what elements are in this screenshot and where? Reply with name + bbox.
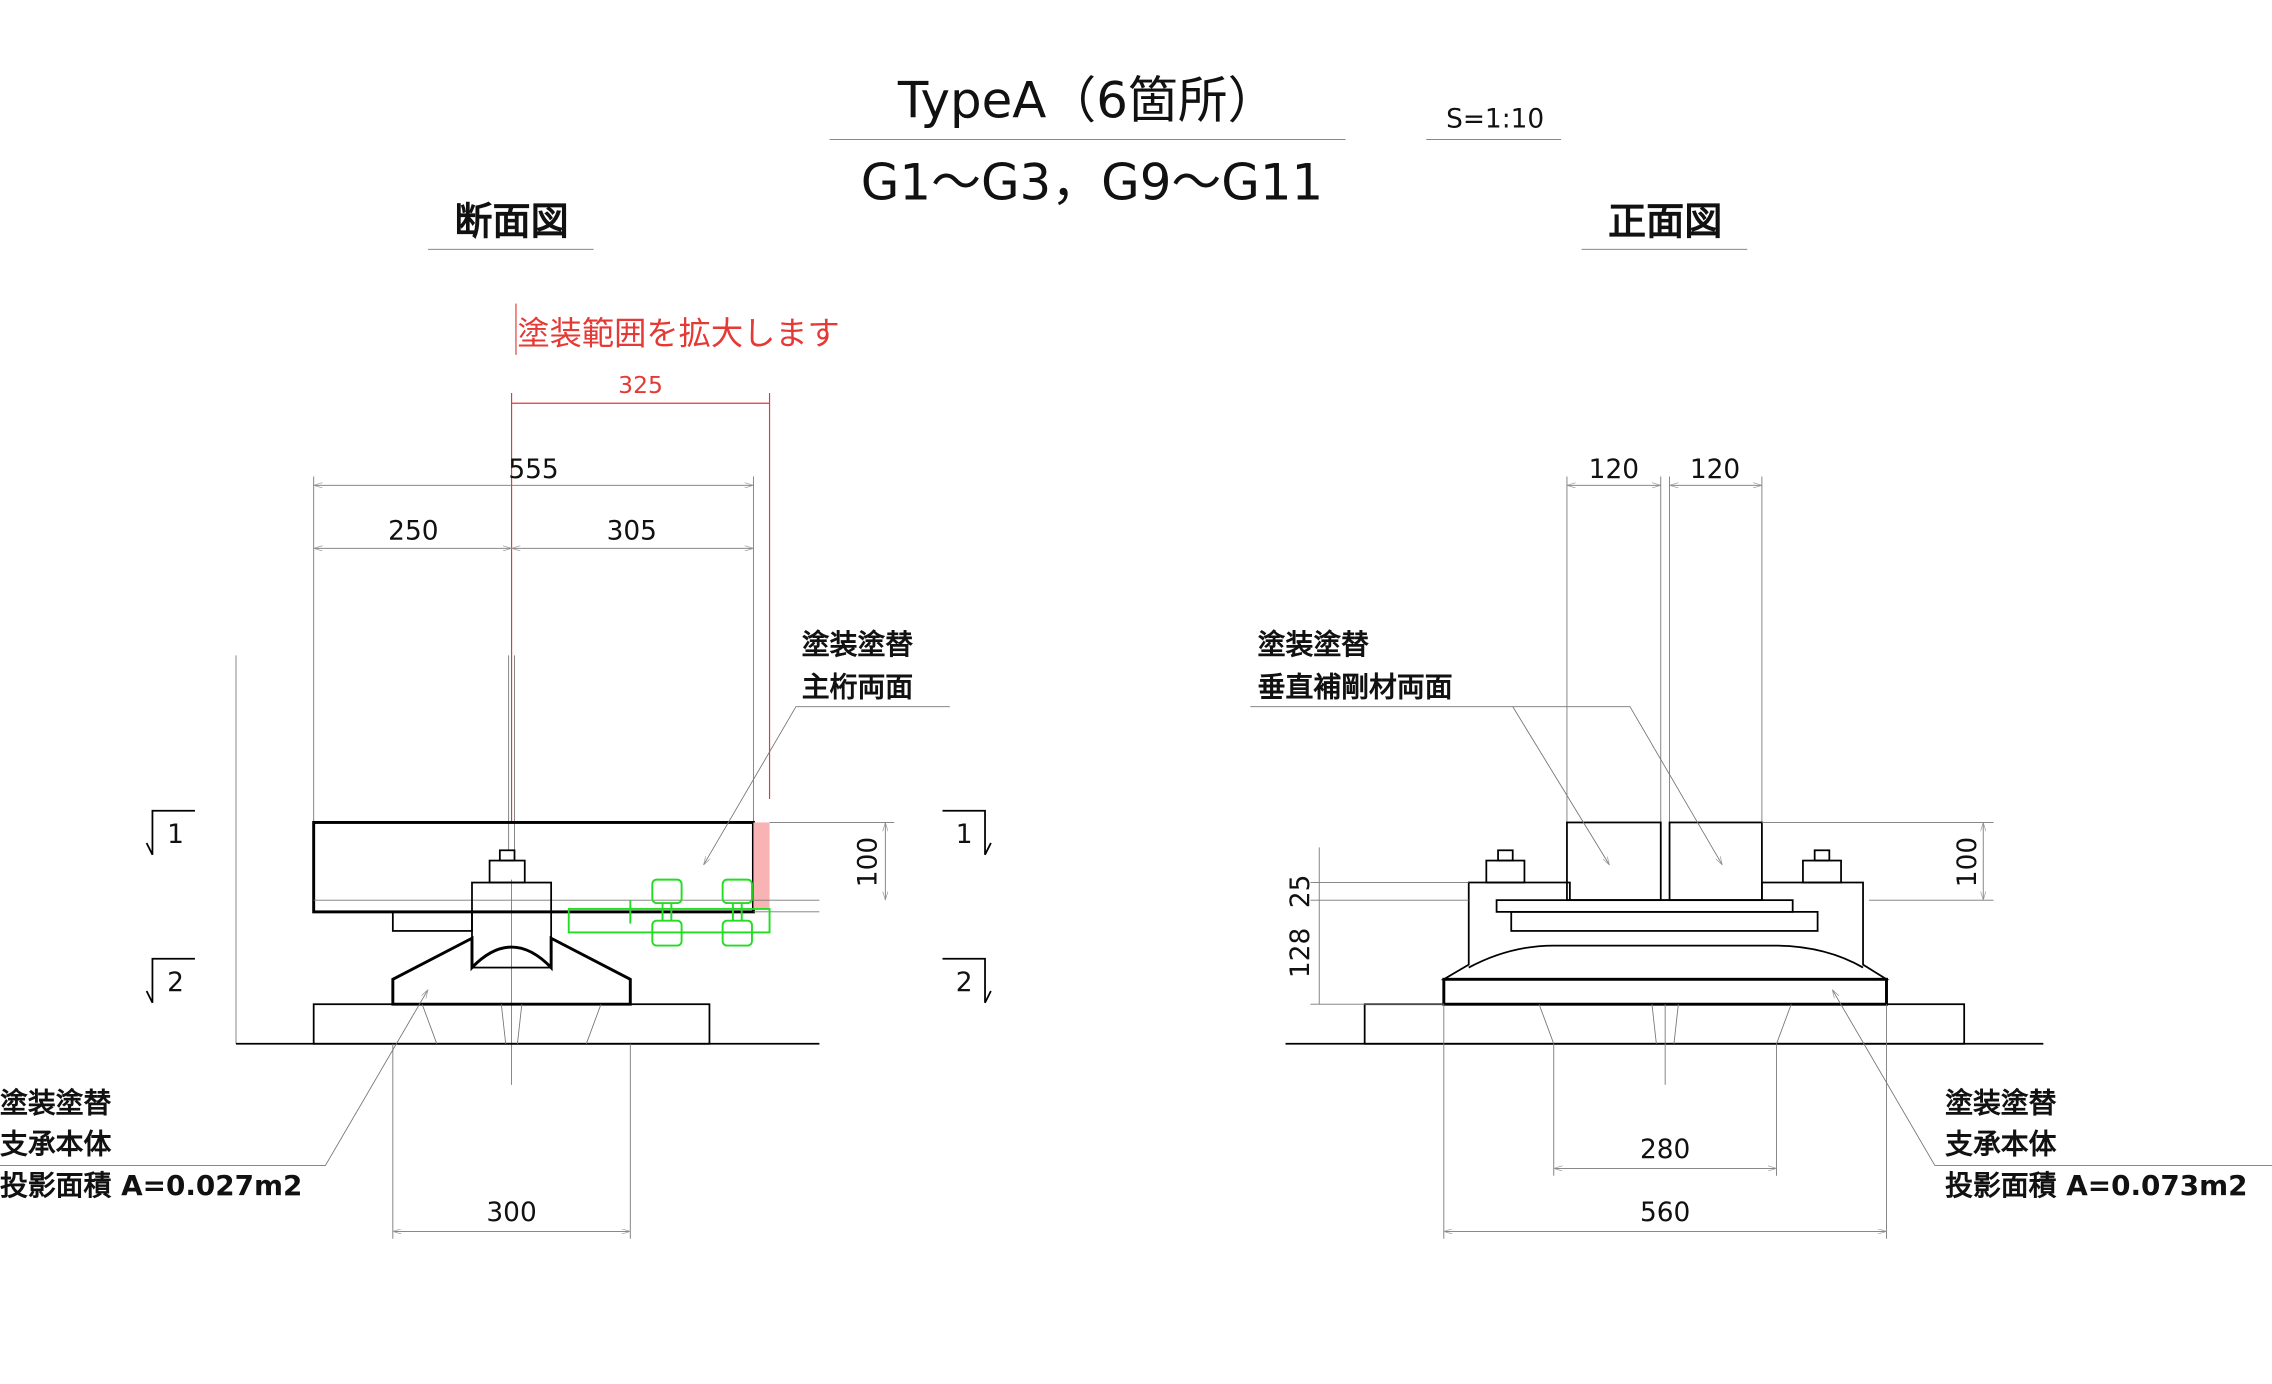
svg-text:2: 2 — [167, 968, 184, 998]
lower-shoe — [391, 935, 632, 1006]
leader-stiffener-line2: 垂直補剛材両面 — [1258, 670, 1453, 703]
upper-shoe-front — [1440, 881, 1890, 981]
anchor-bolts — [567, 878, 771, 947]
leader-bearing-line1: 塗装塗替 — [0, 1087, 112, 1120]
section-marker-1-right: 1 — [942, 809, 992, 856]
dim-250: 250 — [388, 517, 438, 547]
leader-girder-line1: 塗装塗替 — [802, 628, 914, 661]
dim-560: 560 — [1640, 1198, 1690, 1228]
dim-280: 280 — [1640, 1135, 1690, 1165]
section-marker-1-left: 1 — [145, 809, 195, 856]
svg-text:1: 1 — [167, 820, 184, 850]
stiffener-right — [1668, 821, 1763, 902]
leader-stiffener-line1: 塗装塗替 — [1258, 628, 1370, 661]
view-title-section: 断面図 — [454, 200, 568, 244]
dim-128: 128 — [1286, 928, 1316, 978]
title-type: TypeA（6箇所） — [897, 71, 1278, 129]
dim-100-front: 100 — [1953, 837, 1983, 887]
stiffener-left — [1566, 821, 1662, 902]
paint-area-highlight — [753, 822, 770, 909]
view-title-front: 正面図 — [1608, 200, 1722, 244]
leader-bearing-front-line3: 投影面積 A=0.073m2 — [1945, 1169, 2247, 1202]
leader-bearing-front-line1: 塗装塗替 — [1945, 1087, 2057, 1120]
leader-bearing-front-line2: 支承本体 — [1945, 1128, 2057, 1161]
leader-girder-line2: 主桁両面 — [802, 670, 913, 703]
enlarge-note: 塗装範囲を拡大します — [517, 315, 839, 353]
leader-bearing-line3: 投影面積 A=0.027m2 — [0, 1169, 302, 1202]
dim-555: 555 — [508, 455, 558, 485]
dim-120-right: 120 — [1690, 455, 1740, 485]
dim-325: 325 — [618, 371, 663, 399]
highlight-note: 塗装範囲を拡大します 325 — [510, 303, 840, 821]
dim-100-section: 100 — [854, 837, 884, 887]
scale-label: S=1:10 — [1446, 105, 1544, 135]
dim-25: 25 — [1286, 875, 1316, 909]
title-block: TypeA（6箇所） G1～G3，G9～G11 S=1:10 断面図 正面図 — [428, 71, 1748, 250]
leader-bearing-line2: 支承本体 — [0, 1128, 112, 1161]
girder-flange — [312, 820, 755, 914]
lower-shoe-front — [1442, 977, 1888, 1006]
dim-300: 300 — [486, 1198, 536, 1228]
title-girders: G1～G3，G9～G11 — [861, 153, 1323, 211]
section-view: 555 250 305 — [0, 455, 992, 1239]
svg-text:1: 1 — [956, 820, 973, 850]
dim-120-left: 120 — [1589, 455, 1639, 485]
section-marker-2-left: 2 — [145, 957, 195, 1004]
dim-305: 305 — [607, 517, 657, 547]
svg-text:2: 2 — [956, 968, 973, 998]
front-view: 120 120 100 25 128 塗装塗替 — [1250, 455, 2272, 1239]
section-marker-2-right: 2 — [942, 957, 992, 1004]
